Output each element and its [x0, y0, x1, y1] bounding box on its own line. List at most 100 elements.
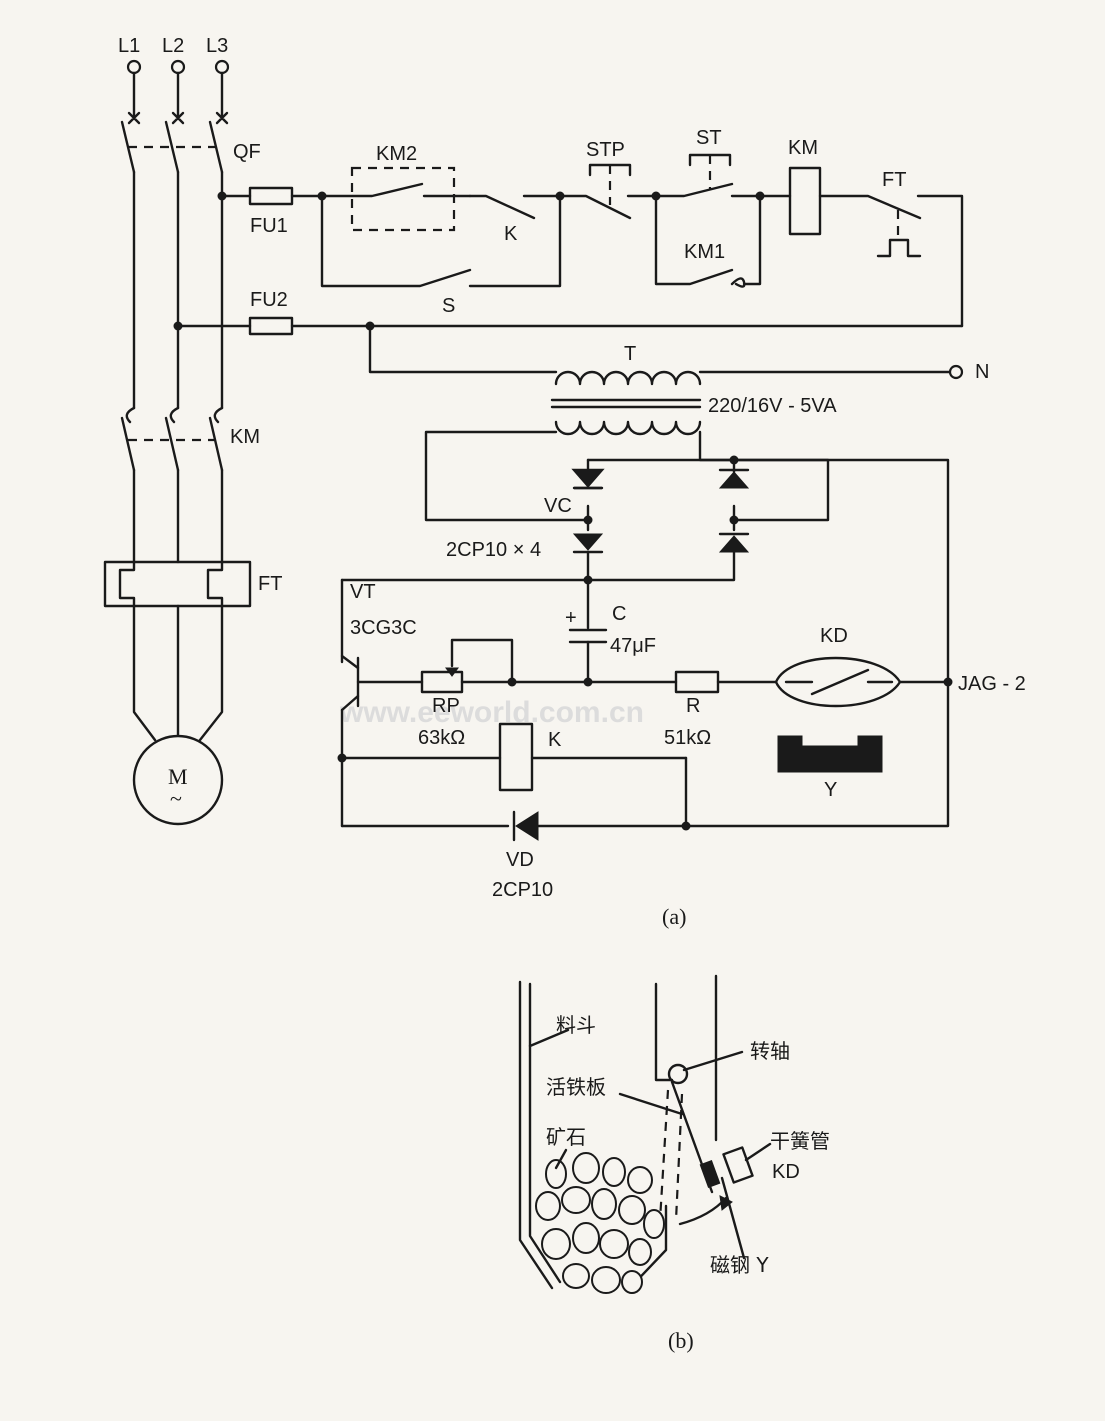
switch-s: [320, 194, 562, 288]
k-contact: [468, 194, 562, 220]
diode-vc-4: [718, 535, 750, 553]
terminal-n: [948, 364, 964, 380]
label-vd: VD: [506, 849, 534, 871]
label-ft-main: FT: [258, 573, 282, 595]
magnet-y: [777, 735, 883, 773]
fuse-fu2: [248, 316, 294, 336]
label-r: R: [686, 695, 700, 717]
label-reed-kd: KD: [772, 1161, 800, 1183]
hopper-diagram: 料斗 转轴 活铁板 矿石 干簧管 KD 磁钢 Y (b): [518, 974, 830, 1353]
label-rectifier-diodes: 2CP10 × 4: [446, 539, 541, 561]
watermark: www.eeworld.com.cn: [339, 696, 644, 729]
qf-lines-top: [132, 71, 224, 120]
label-vd-model: 2CP10: [492, 879, 553, 901]
pivot: [667, 1063, 689, 1085]
sensing-circuit: + C 47μF VT 3CG3C RP 63kΩ R 51kΩ KD JAG …: [337, 578, 1026, 929]
transistor-vt-leads: [340, 654, 360, 712]
label-st: ST: [696, 127, 722, 149]
control-circuit: FU1 KM2 K S STP ST KM1 KM: [173, 127, 964, 336]
label-c-value: 47μF: [610, 635, 656, 657]
label-l1: L1: [118, 35, 140, 57]
label-vt-model: 3CG3C: [350, 617, 417, 639]
label-motor-ac: ~: [170, 786, 182, 811]
label-t: T: [624, 343, 636, 365]
terminal-l1: [126, 59, 142, 75]
capacitor-c: [568, 628, 608, 644]
phase-lines: [132, 170, 224, 410]
transformer-secondary: [554, 420, 702, 436]
label-ore: 矿石: [546, 1125, 586, 1149]
rp-wiper: [450, 638, 514, 684]
flap-magnet: [699, 1160, 721, 1188]
reed-tube: [722, 1146, 754, 1184]
label-l3: L3: [206, 35, 228, 57]
transformer-core: [550, 398, 702, 409]
motor: [132, 734, 224, 826]
label-km-main: KM: [230, 426, 260, 448]
label-km-coil: KM: [788, 137, 818, 159]
label-k-contact: K: [504, 223, 518, 245]
hopper-right-wall: [654, 982, 674, 1082]
label-stp: STP: [586, 139, 625, 161]
km2-box: [350, 166, 456, 232]
label-n: N: [975, 361, 989, 383]
label-r-value: 51kΩ: [664, 727, 711, 749]
km2-contact: [320, 182, 472, 198]
label-vt: VT: [350, 581, 376, 603]
diode-vc-3: [718, 471, 750, 489]
km-contact-hooks: [125, 406, 224, 424]
label-flap: 活铁板: [546, 1075, 606, 1099]
label-l2: L2: [162, 35, 184, 57]
diode-vd: [515, 811, 539, 841]
motor-leads: [132, 604, 224, 742]
label-transformer-rating: 220/16V - 5VA: [708, 395, 837, 417]
caption-a: (a): [662, 904, 686, 929]
km-coil: [788, 166, 822, 236]
label-s: S: [442, 295, 455, 317]
km1-contact: [654, 194, 762, 288]
st-contact: [654, 182, 762, 198]
hopper-left-wall: [518, 980, 554, 1290]
label-fu2: FU2: [250, 289, 288, 311]
label-c: C: [612, 603, 626, 625]
label-qf: QF: [233, 141, 261, 163]
ft-relay-box: [103, 560, 252, 608]
diode-vc-1: [571, 468, 605, 490]
phase-lines-mid: [132, 468, 224, 564]
label-motor: M: [168, 764, 188, 789]
label-hopper: 料斗: [556, 1013, 596, 1037]
label-fu1: FU1: [250, 215, 288, 237]
label-kd: KD: [820, 625, 848, 647]
flap-swing: [658, 1089, 684, 1221]
diode-vc-2: [572, 533, 604, 551]
label-rp: RP: [432, 695, 460, 717]
caption-b: (b): [668, 1328, 694, 1353]
terminal-l2: [170, 59, 186, 75]
ore-pile: [535, 1152, 665, 1294]
ft-thermal-symbol: [876, 238, 922, 258]
resistor-r: [674, 670, 720, 694]
label-pivot: 转轴: [750, 1039, 790, 1063]
label-rp-value: 63kΩ: [418, 727, 465, 749]
km-blades: [120, 416, 224, 472]
label-km2: KM2: [376, 143, 417, 165]
ft-contact: [818, 194, 964, 328]
label-jag: JAG - 2: [958, 673, 1026, 695]
power-circuit: L1 L2 L3 QF KM FT M ~: [103, 35, 282, 826]
label-ft-contact: FT: [882, 169, 906, 191]
label-relay-k: K: [548, 729, 562, 751]
label-cap-plus: +: [565, 607, 577, 629]
qf-x-marks: [127, 111, 229, 125]
stp-contact: [558, 194, 658, 220]
transformer-section: N T 220/16V - 5VA VC 2CP10 × 4: [368, 324, 989, 684]
potentiometer-rp: [420, 670, 464, 694]
label-km1: KM1: [684, 241, 725, 263]
label-vc: VC: [544, 495, 572, 517]
fuse-fu1: [248, 186, 294, 206]
label-y: Y: [824, 779, 837, 801]
ft-heaters: [118, 560, 224, 608]
transformer-primary: [554, 370, 702, 386]
terminal-l3: [214, 59, 230, 75]
label-magnet-b: 磁钢 Y: [710, 1253, 769, 1277]
